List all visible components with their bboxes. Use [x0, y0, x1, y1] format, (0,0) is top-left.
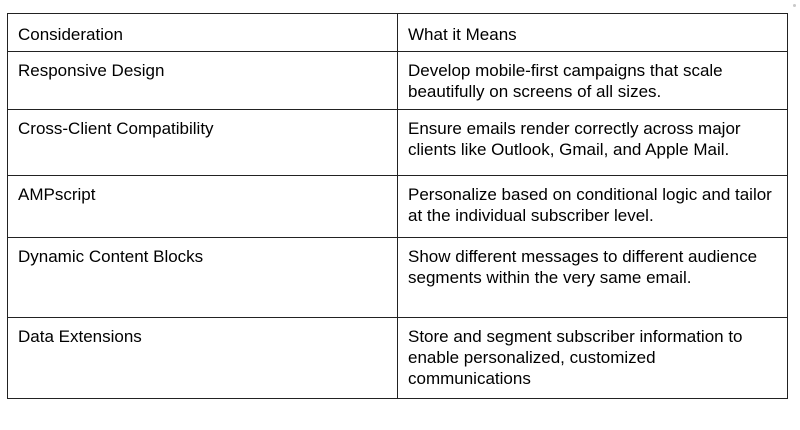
consideration-cell: Data Extensions — [7, 317, 398, 399]
consideration-cell: AMPscript — [7, 175, 398, 238]
table-row: Responsive Design Develop mobile-first c… — [7, 51, 788, 110]
consideration-cell: Dynamic Content Blocks — [7, 237, 398, 318]
consideration-cell: Cross-Client Compatibility — [7, 109, 398, 176]
corner-dot-decoration — [793, 4, 796, 7]
considerations-table: Consideration What it Means Responsive D… — [7, 13, 788, 399]
meaning-cell: Store and segment subscriber information… — [397, 317, 788, 399]
considerations-table-container: Consideration What it Means Responsive D… — [7, 13, 788, 399]
meaning-cell: Ensure emails render correctly across ma… — [397, 109, 788, 176]
header-consideration: Consideration — [7, 13, 398, 52]
meaning-cell: Develop mobile-first campaigns that scal… — [397, 51, 788, 110]
table-row: Data Extensions Store and segment subscr… — [7, 317, 788, 399]
meaning-cell: Personalize based on conditional logic a… — [397, 175, 788, 238]
meaning-cell: Show different messages to different aud… — [397, 237, 788, 318]
consideration-cell: Responsive Design — [7, 51, 398, 110]
header-what-it-means: What it Means — [397, 13, 788, 52]
table-row: Dynamic Content Blocks Show different me… — [7, 237, 788, 318]
table-row: Cross-Client Compatibility Ensure emails… — [7, 109, 788, 176]
table-row: AMPscript Personalize based on condition… — [7, 175, 788, 238]
table-header-row: Consideration What it Means — [7, 13, 788, 52]
